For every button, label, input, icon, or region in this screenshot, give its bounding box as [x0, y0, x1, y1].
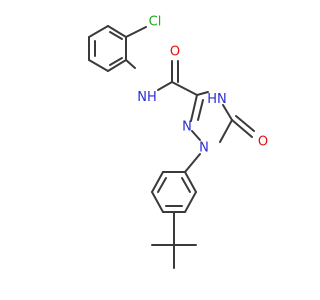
n-aryl-bond: [184, 153, 201, 173]
ring-oxygen-label: O: [258, 135, 268, 150]
molecule-structure: Cl NH O HN N N O: [88, 15, 268, 269]
bond: [184, 191, 197, 213]
bond: [191, 130, 201, 141]
bond: [88, 25, 109, 38]
carboxamide-bond: [171, 81, 198, 96]
triazole-ring: [190, 91, 233, 143]
ring-carbonyl-bond: [235, 115, 255, 132]
ring-n2-label: N: [182, 120, 192, 135]
tert-butyl-group: [151, 211, 197, 269]
chlorophenyl-ring: [88, 25, 127, 72]
double-bond-inner: [109, 31, 123, 40]
aryl-amide-bond: [125, 59, 136, 69]
amide-nh-label: NH: [137, 90, 157, 105]
bond: [190, 94, 198, 122]
ring-n1-label: N: [199, 141, 209, 156]
bond: [222, 104, 233, 121]
double-bond-inner: [181, 177, 191, 193]
ring-nh-label: HN: [207, 92, 227, 107]
bond: [196, 91, 209, 96]
bond: [151, 191, 164, 213]
bond: [88, 59, 109, 72]
amide-nh-h: H: [147, 90, 157, 105]
chlorine-label: Cl: [149, 15, 162, 30]
carbon-chlorine-bond: [125, 26, 147, 38]
ring-nh-n: N: [217, 92, 227, 107]
carbonyl-oxygen-label: O: [170, 45, 180, 60]
amide-nh-n: N: [137, 90, 147, 105]
ring-carbonyl-bond: [231, 119, 253, 138]
double-bond-inner: [109, 57, 123, 66]
ring-nh-h: H: [207, 92, 217, 107]
double-bond-inner: [157, 177, 167, 193]
tert-butylphenyl-ring: [151, 171, 197, 213]
bond: [184, 171, 197, 193]
double-bond-inner: [197, 99, 204, 121]
bond: [151, 171, 164, 193]
bond: [107, 25, 127, 38]
amide-bond: [157, 81, 173, 91]
bond: [219, 119, 233, 143]
bond: [107, 59, 127, 72]
